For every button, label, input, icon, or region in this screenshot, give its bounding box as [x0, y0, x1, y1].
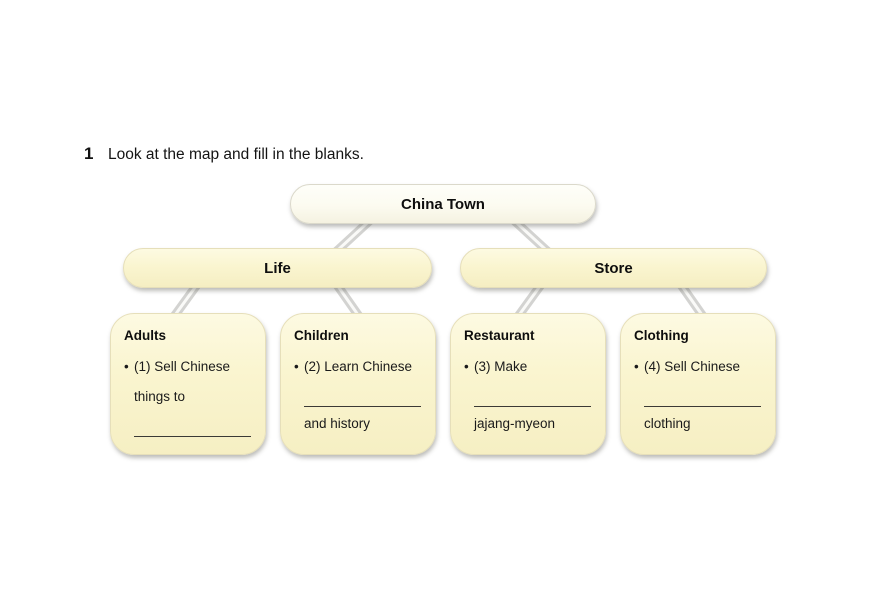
answer-blank-2 [304, 406, 421, 407]
bullet-icon: • [124, 358, 129, 374]
exercise-header: 1 Look at the map and fill in the blanks… [84, 144, 364, 164]
node-label-china-town: China Town [401, 195, 485, 213]
answer-blank-3 [474, 406, 591, 407]
leaf-after-blank-text: jajang-myeon [474, 416, 556, 431]
leaf-title-children: Children [294, 328, 349, 343]
bullet-icon: • [294, 358, 299, 374]
node-clothing: Clothing • (4) Sell Chinese clothing [620, 313, 776, 455]
leaf-item-row: • (2) Learn Chinese [294, 358, 425, 374]
leaf-title-restaurant: Restaurant [464, 328, 535, 343]
node-children: Children • (2) Learn Chinese and history [280, 313, 436, 455]
leaf-item-row: • (3) Make [464, 358, 595, 374]
leaf-item-row: • (4) Sell Chinese [634, 358, 765, 374]
leaf-item-row: • (1) Sell Chinese [124, 358, 255, 374]
leaf-after-blank-text: clothing [644, 416, 691, 431]
node-adults: Adults • (1) Sell Chinese things to [110, 313, 266, 455]
bullet-icon: • [464, 358, 469, 374]
node-china-town: China Town [290, 184, 596, 224]
leaf-item-text: (3) Make [474, 358, 528, 374]
exercise-number: 1 [84, 144, 94, 163]
leaf-title-adults: Adults [124, 328, 166, 343]
leaf-continuation-text: things to [134, 389, 186, 404]
leaf-after-blank-text: and history [304, 416, 371, 431]
node-label-life: Life [264, 259, 291, 277]
answer-blank-4 [644, 406, 761, 407]
node-label-store: Store [594, 259, 633, 277]
bullet-icon: • [634, 358, 639, 374]
answer-blank-1 [134, 435, 251, 437]
node-restaurant: Restaurant • (3) Make jajang-myeon [450, 313, 606, 455]
leaf-item-text: (1) Sell Chinese [134, 358, 231, 374]
exercise-instruction: Look at the map and fill in the blanks. [107, 146, 364, 163]
node-store: Store [460, 248, 767, 288]
node-life: Life [123, 248, 432, 288]
leaf-item-text: (4) Sell Chinese [644, 358, 741, 374]
leaf-title-clothing: Clothing [634, 328, 689, 343]
leaf-item-text: (2) Learn Chinese [304, 358, 413, 374]
